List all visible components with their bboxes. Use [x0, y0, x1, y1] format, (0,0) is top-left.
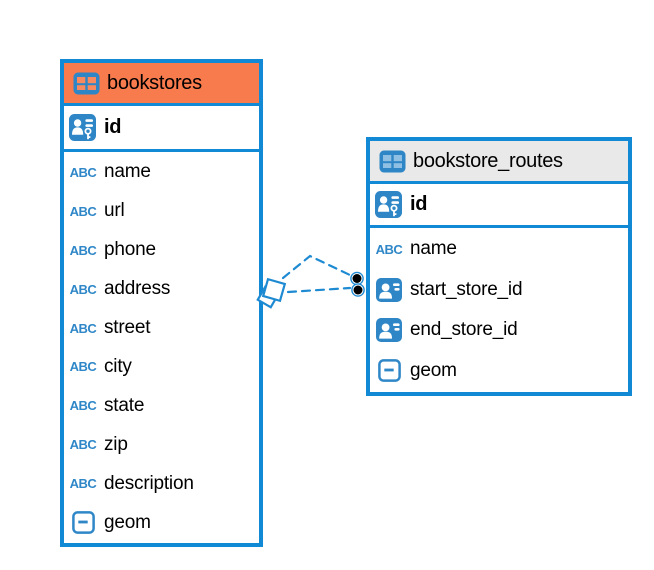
column-name: geom — [104, 511, 151, 533]
column-row-id[interactable]: id — [370, 184, 628, 228]
column-row-id[interactable]: id — [64, 106, 259, 152]
text-column-icon: ABC — [69, 242, 97, 258]
column-name: url — [104, 200, 125, 222]
text-column-icon: ABC — [69, 203, 97, 219]
primary-key-icon — [375, 191, 402, 218]
column-row-url[interactable]: ABC url — [64, 192, 259, 231]
column-row-city[interactable]: ABC city — [64, 348, 259, 387]
column-row-start-store-id[interactable]: start_store_id — [370, 270, 628, 311]
table-title: bookstores — [107, 71, 202, 94]
column-name: state — [104, 394, 145, 416]
table-header-bookstore-routes[interactable]: bookstore_routes — [370, 141, 628, 184]
column-row-zip[interactable]: ABC zip — [64, 425, 259, 464]
entity-table-bookstores[interactable]: bookstores id ABC name — [60, 59, 263, 547]
text-column-icon: ABC — [69, 320, 97, 336]
column-name: geom — [410, 359, 457, 381]
column-name: name — [410, 238, 457, 260]
text-column-icon: ABC — [69, 164, 97, 180]
foreign-key-icon — [374, 318, 404, 343]
table-header-bookstores[interactable]: bookstores — [64, 63, 259, 106]
text-column-icon: ABC — [69, 476, 97, 492]
column-name: city — [104, 355, 132, 377]
entity-table-bookstore-routes[interactable]: bookstore_routes id ABC name — [366, 137, 632, 396]
column-row-end-store-id[interactable]: end_store_id — [370, 310, 628, 351]
column-row-geom[interactable]: geom — [64, 503, 259, 542]
relation-line[interactable] — [281, 254, 354, 294]
column-row-state[interactable]: ABC state — [64, 386, 259, 425]
table-icon — [379, 150, 406, 173]
column-name: phone — [104, 239, 156, 261]
geometry-column-icon — [68, 511, 98, 534]
column-row-description[interactable]: ABC description — [64, 464, 259, 503]
column-name: end_store_id — [410, 319, 518, 341]
text-column-icon: ABC — [69, 359, 97, 375]
table-icon — [73, 72, 100, 95]
column-name: address — [104, 278, 171, 300]
foreign-key-icon — [374, 277, 404, 302]
text-column-icon: ABC — [69, 437, 97, 453]
column-name: start_store_id — [410, 278, 523, 300]
column-row-name[interactable]: ABC name — [370, 229, 628, 270]
primary-key-icon — [69, 114, 96, 141]
text-column-icon: ABC — [69, 398, 97, 414]
column-name: id — [410, 193, 428, 215]
column-row-address[interactable]: ABC address — [64, 270, 259, 309]
column-list: ABC name start_store_id — [370, 228, 628, 392]
text-column-icon: ABC — [69, 281, 97, 297]
column-name: id — [104, 116, 122, 138]
column-name: name — [104, 161, 151, 183]
geometry-column-icon — [374, 359, 404, 383]
column-name: description — [104, 472, 194, 494]
column-name: zip — [104, 433, 128, 455]
column-list: ABC name ABC url ABC phone ABC address A… — [64, 152, 259, 543]
column-row-phone[interactable]: ABC phone — [64, 231, 259, 270]
column-row-name[interactable]: ABC name — [64, 153, 259, 192]
relation-dot-markers — [350, 271, 365, 297]
text-column-icon: ABC — [375, 241, 403, 257]
column-row-street[interactable]: ABC street — [64, 309, 259, 348]
column-row-geom[interactable]: geom — [370, 351, 628, 392]
column-name: street — [104, 317, 151, 339]
table-title: bookstore_routes — [413, 149, 563, 172]
